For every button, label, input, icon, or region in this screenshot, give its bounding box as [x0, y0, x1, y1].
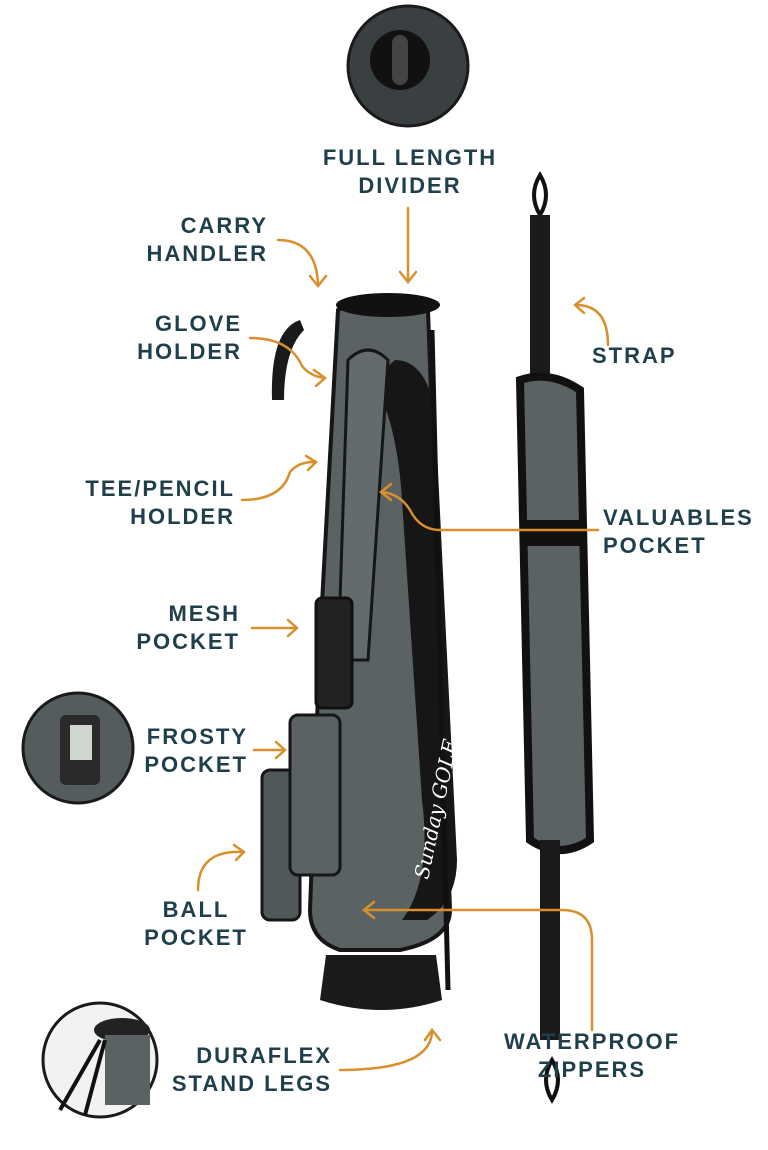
label-carry-handler: CARRY HANDLER — [146, 212, 268, 268]
label-line: HOLDER — [130, 504, 235, 529]
label-line: FULL LENGTH — [322, 145, 498, 170]
label-line: HANDLER — [146, 241, 268, 266]
label-line: ZIPPERS — [537, 1057, 647, 1082]
label-strap: STRAP — [592, 342, 677, 370]
label-duraflex-stand-legs: DURAFLEX STAND LEGS — [172, 1042, 332, 1098]
label-line: POCKET — [144, 925, 248, 950]
label-line: BALL — [162, 897, 230, 922]
label-valuables-pocket: VALUABLES POCKET — [603, 504, 754, 560]
label-line: STRAP — [592, 343, 677, 368]
arrow-mesh-pocket — [250, 618, 299, 638]
callout-arrows — [196, 206, 610, 1072]
label-line: POCKET — [144, 752, 248, 777]
frosty-detail-circle — [21, 691, 135, 805]
arrow-frosty-pocket — [252, 740, 287, 760]
label-line: VALUABLES — [603, 505, 754, 530]
arrow-stand-legs — [338, 1027, 442, 1072]
golf-bag: Sunday GOLF — [260, 293, 463, 1010]
label-line: MESH — [168, 601, 240, 626]
label-waterproof-zippers: WATERPROOF ZIPPERS — [492, 1028, 692, 1084]
arrow-glove-holder — [248, 336, 327, 388]
label-mesh-pocket: MESH POCKET — [136, 600, 240, 656]
label-line: FROSTY — [146, 724, 248, 749]
label-line: CARRY — [180, 213, 268, 238]
shoulder-strap — [515, 171, 595, 1104]
label-line: STAND LEGS — [171, 1071, 332, 1096]
arrow-carry-handler — [276, 238, 328, 289]
label-line: GLOVE — [154, 311, 242, 336]
arrow-tee-holder — [240, 454, 319, 502]
label-line: WATERPROOF — [503, 1029, 681, 1054]
arrow-strap — [573, 296, 610, 347]
label-tee-pencil-holder: TEE/PENCIL HOLDER — [85, 475, 235, 531]
label-line: HOLDER — [137, 339, 242, 364]
arrow-valuables-pocket — [378, 482, 600, 532]
label-glove-holder: GLOVE HOLDER — [137, 310, 242, 366]
label-frosty-pocket: FROSTY POCKET — [144, 723, 248, 779]
divider-detail-circle — [346, 4, 470, 128]
label-full-length-divider: FULL LENGTH DIVIDER — [310, 144, 510, 200]
arrow-waterproof-zippers — [361, 900, 594, 1032]
stand-legs-detail-circle — [41, 1001, 159, 1119]
label-line: POCKET — [603, 533, 707, 558]
label-line: POCKET — [136, 629, 240, 654]
label-line: DIVIDER — [358, 173, 462, 198]
label-ball-pocket: BALL POCKET — [126, 896, 266, 952]
label-line: TEE/PENCIL — [85, 476, 235, 501]
arrow-ball-pocket — [196, 843, 246, 892]
label-line: DURAFLEX — [196, 1043, 332, 1068]
arrow-divider — [398, 206, 418, 285]
